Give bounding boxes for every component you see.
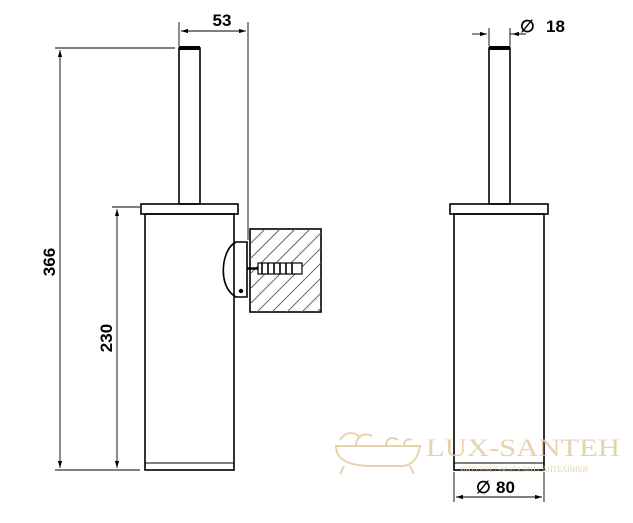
- dimension-diameter-18: ∅ 18: [472, 17, 565, 46]
- dimension-diameter-80: ∅ 80: [453, 472, 545, 502]
- watermark: LUX-SANTEH ИНТЕРНЕТ-МАГАЗИН САНТЕХНИКИ: [334, 432, 620, 475]
- watermark-brand: LUX-SANTEH: [426, 435, 620, 462]
- dimension-230: 230: [97, 206, 140, 468]
- dim-18-label: 18: [546, 17, 565, 36]
- container-body-front: [453, 213, 545, 471]
- brush-handle-front: [488, 47, 511, 205]
- dim-80-label: 80: [496, 478, 515, 497]
- dimension-53: 53: [178, 11, 249, 240]
- dim-230-label: 230: [97, 324, 116, 352]
- side-view: [140, 46, 322, 471]
- bathtub-logo-icon: [334, 432, 422, 475]
- brush-handle-side: [178, 47, 201, 205]
- dim-366-label: 366: [40, 248, 59, 276]
- wall-section: [247, 228, 322, 313]
- dim-diameter-symbol-80: ∅: [476, 478, 491, 497]
- wall-bracket: [222, 241, 248, 298]
- container-lid-side: [140, 203, 239, 215]
- bracket-screw-head: [238, 288, 244, 294]
- container-body-side: [144, 213, 235, 471]
- dimension-366: 366: [40, 47, 175, 471]
- watermark-tagline: ИНТЕРНЕТ-МАГАЗИН САНТЕХНИКИ: [460, 465, 588, 474]
- front-view: [449, 46, 549, 471]
- dim-diameter-symbol-18: ∅: [520, 17, 535, 36]
- dim-53-label: 53: [213, 11, 232, 30]
- container-lid-front: [449, 203, 549, 215]
